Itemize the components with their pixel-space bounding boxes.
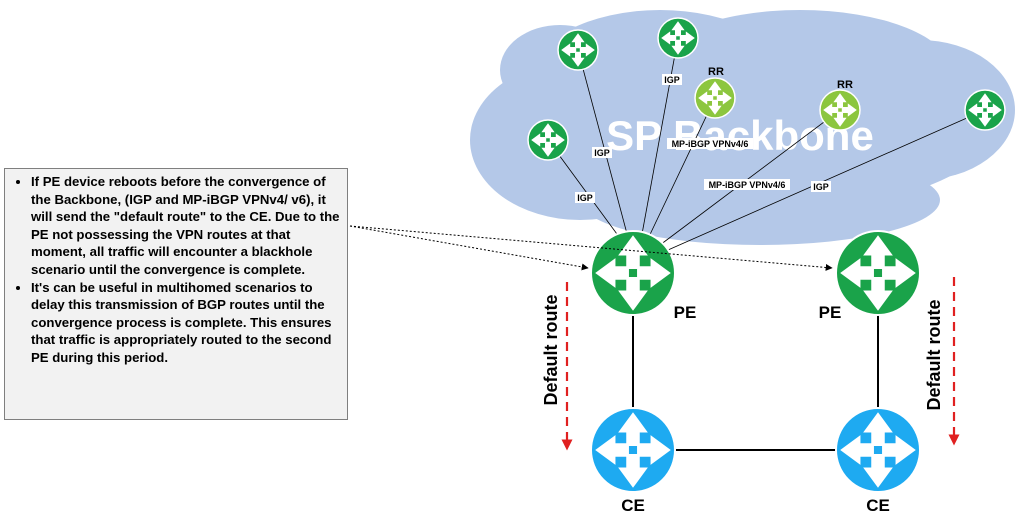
backbone-router-4	[964, 89, 1006, 131]
link-label-igp-4: IGP	[811, 181, 831, 192]
explanation-note: If PE device reboots before the converge…	[4, 168, 348, 420]
svg-text:IGP: IGP	[594, 148, 610, 158]
access-links	[632, 300, 879, 451]
link-label-igp-1: IGP	[575, 192, 595, 203]
default-route-left: Default route	[541, 282, 573, 451]
route-reflector-2	[819, 89, 861, 131]
ce-router-right	[835, 407, 921, 493]
callout-arrows	[349, 225, 833, 271]
svg-text:Default route: Default route	[924, 299, 944, 410]
svg-text:IGP: IGP	[813, 182, 829, 192]
link-label-vpn-1: MP-iBGP VPNv4/6	[667, 138, 753, 149]
backbone-router-2	[657, 17, 699, 59]
svg-text:MP-iBGP VPNv4/6: MP-iBGP VPNv4/6	[672, 139, 749, 149]
svg-text:IGP: IGP	[664, 75, 680, 85]
note-bullet-2: It's can be useful in multihomed scenari…	[31, 279, 341, 367]
default-route-right: Default route	[924, 277, 960, 446]
ce-router-left	[590, 407, 676, 493]
backbone-router-1	[557, 29, 599, 71]
route-reflector-1	[694, 77, 736, 119]
svg-text:IGP: IGP	[577, 193, 593, 203]
backbone-router-3	[527, 119, 569, 161]
svg-text:Default route: Default route	[541, 294, 561, 405]
link-label-igp-3: IGP	[662, 74, 682, 85]
pe-label-right: PE	[819, 303, 842, 322]
svg-text:MP-iBGP VPNv4/6: MP-iBGP VPNv4/6	[709, 180, 786, 190]
rr-label-1: RR	[708, 66, 724, 78]
rr-label-2: RR	[837, 79, 853, 91]
link-labels: IGP IGP IGP MP-iBGP VPNv4/6 MP-iBGP VPNv…	[575, 74, 831, 203]
note-bullet-1: If PE device reboots before the converge…	[31, 173, 341, 279]
ce-label-left: CE	[621, 496, 645, 515]
link-label-igp-2: IGP	[592, 147, 612, 158]
pe-router-right	[835, 230, 921, 316]
pe-label-left: PE	[674, 303, 697, 322]
ce-label-right: CE	[866, 496, 890, 515]
pe-router-left	[590, 230, 676, 316]
link-label-vpn-2: MP-iBGP VPNv4/6	[704, 179, 790, 190]
